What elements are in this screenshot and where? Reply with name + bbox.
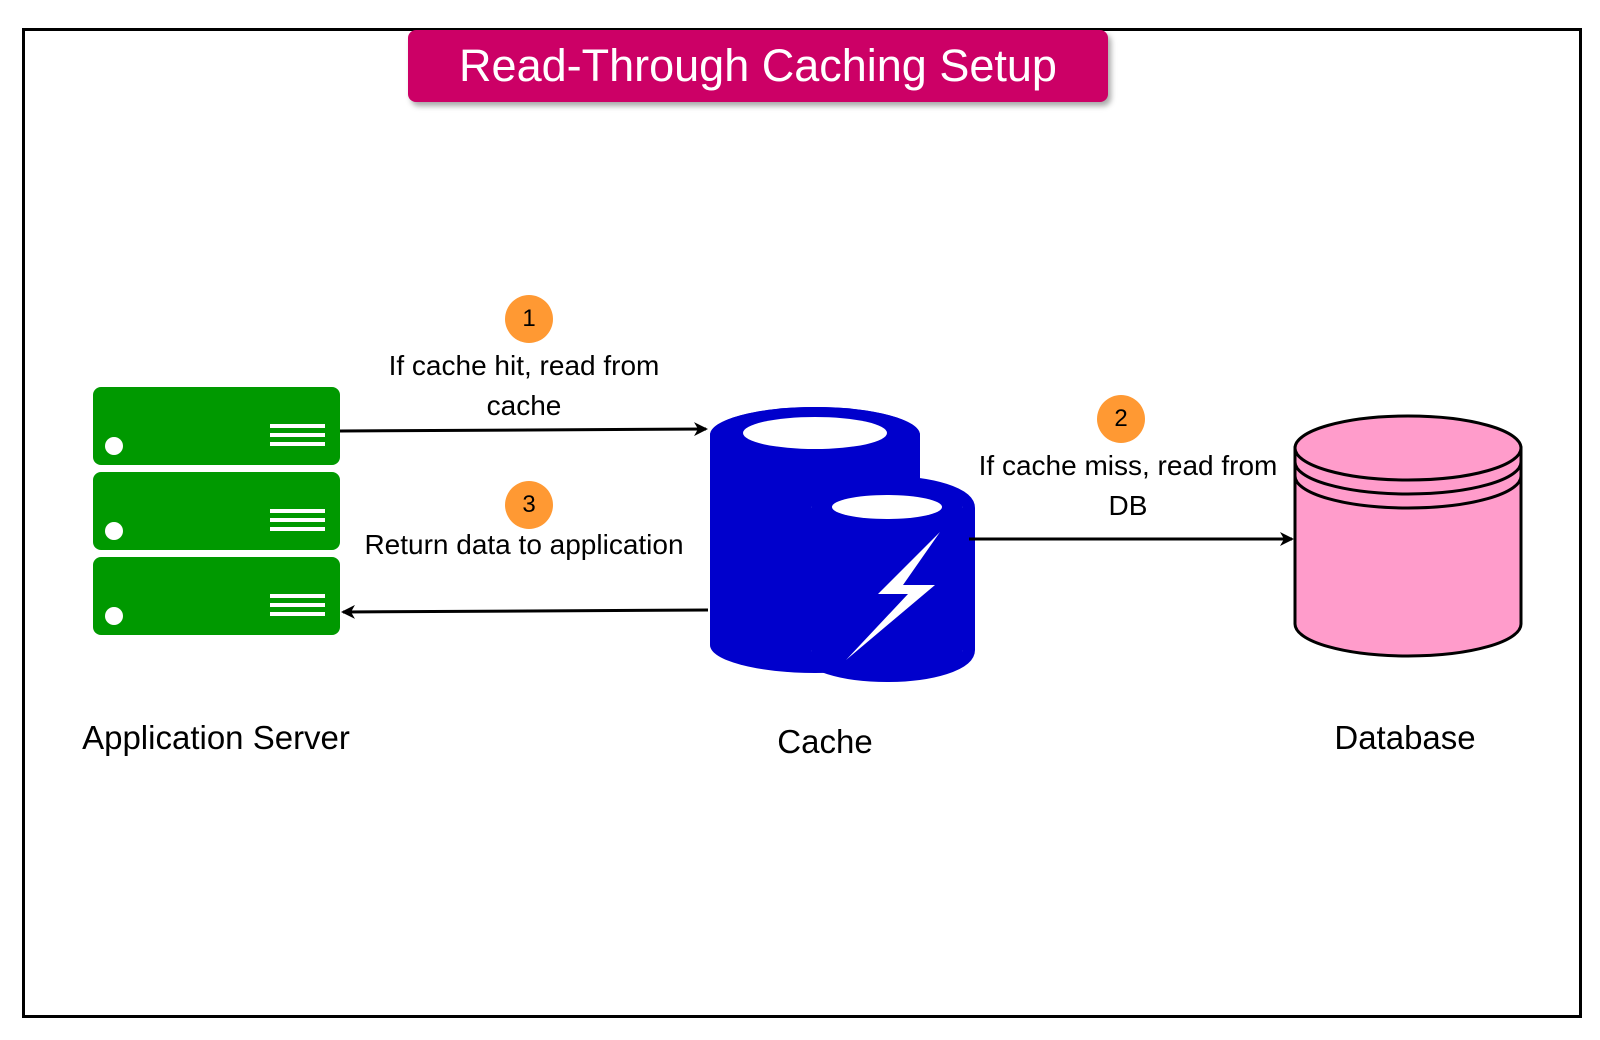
step-1-badge: 1 <box>505 295 553 343</box>
diagram-frame <box>22 28 1582 1018</box>
cache-label: Cache <box>777 723 873 760</box>
step-3-badge: 3 <box>505 481 553 529</box>
database-icon <box>1293 414 1523 658</box>
cache-icon <box>710 407 975 682</box>
step-1-label: If cache hit, read from cache <box>388 350 660 421</box>
server-unit <box>93 472 340 550</box>
server-stack-icon <box>93 387 340 635</box>
diagram-title-banner: Read-Through Caching Setup <box>408 30 1108 102</box>
database-label: Database <box>1334 719 1476 756</box>
arrow-server-to-cache <box>339 422 708 437</box>
app-server-label: Application Server <box>82 719 350 756</box>
step-2-label: If cache miss, read from DB <box>978 450 1278 521</box>
arrow-cache-to-server <box>341 604 709 619</box>
step-2-badge: 2 <box>1097 395 1145 443</box>
server-unit <box>93 387 340 465</box>
diagram-title: Read-Through Caching Setup <box>459 40 1057 91</box>
step-3-label: Return data to application <box>364 529 684 560</box>
server-unit <box>93 557 340 635</box>
